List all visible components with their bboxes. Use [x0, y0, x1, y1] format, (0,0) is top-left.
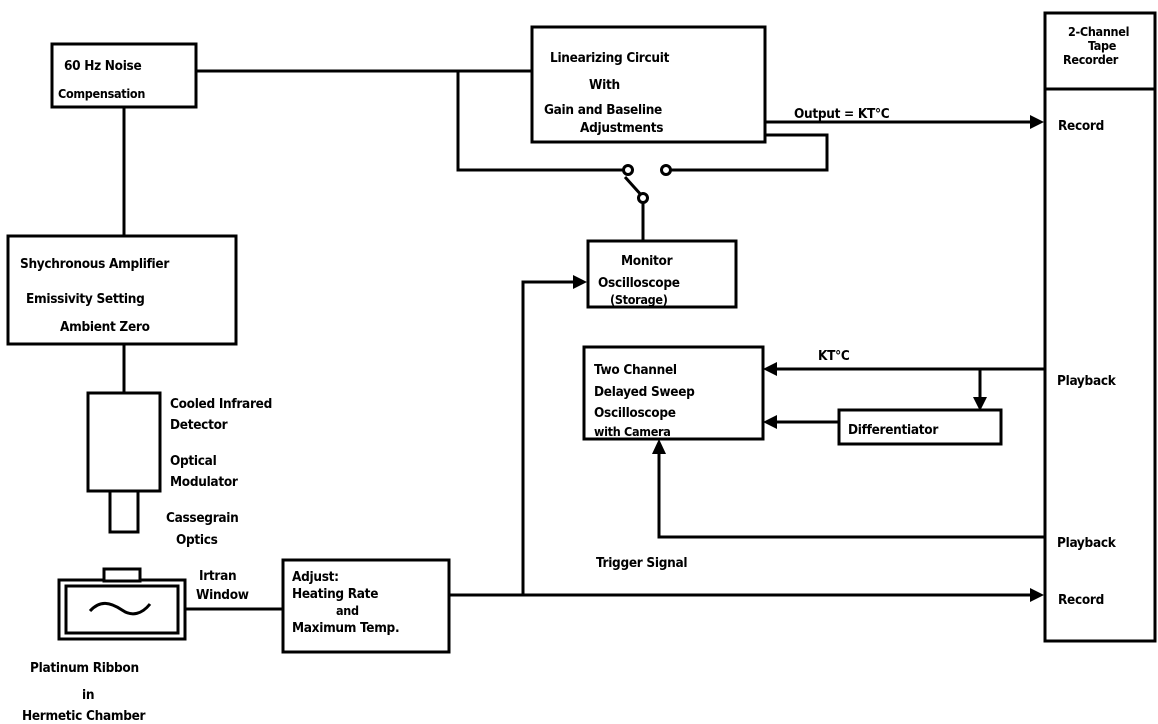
switch-contact-left: [622, 164, 634, 176]
noise-compensation-box: [50, 42, 198, 109]
tape-recorder-line-1: 2-Channel: [1068, 24, 1129, 39]
ribbon-line-2: in: [82, 687, 94, 703]
arrow-scope-kt: [763, 362, 777, 376]
record-bottom-label: Record: [1058, 592, 1104, 608]
modulator-line-2: Modulator: [170, 474, 238, 490]
noise-comp-line-1: 60 Hz Noise: [64, 58, 141, 74]
playback-1-label: Playback: [1057, 373, 1117, 389]
adjust-line-2: Heating Rate: [292, 586, 378, 602]
tape-recorder-box: [1043, 11, 1157, 643]
synchronous-amplifier-box: [6, 234, 238, 346]
optics-line-2: Optics: [176, 532, 218, 548]
switch-pivot: [637, 192, 649, 204]
record-top-label: Record: [1058, 118, 1104, 134]
switch-contact-right: [660, 164, 672, 176]
detector-line-2: Detector: [170, 417, 228, 433]
optics-tube: [108, 489, 140, 534]
scope-line-1: Two Channel: [594, 362, 677, 378]
amplifier-line-3: Ambient Zero: [60, 319, 150, 335]
noise-comp-line-2: Compensation: [58, 86, 145, 101]
scope-line-2: Delayed Sweep: [594, 384, 695, 400]
adjust-line-1: Adjust:: [292, 569, 339, 585]
arrow-record-top: [1030, 115, 1044, 129]
linearizer-line-4: Adjustments: [580, 120, 663, 136]
optics-line-1: Cassegrain: [166, 510, 239, 526]
monitor-line-1: Monitor: [621, 253, 673, 269]
differentiator-label: Differentiator: [848, 422, 938, 438]
arrow-monitor-in: [573, 275, 587, 289]
wire-switch-right: [668, 133, 829, 172]
tape-recorder-line-3: Recorder: [1063, 52, 1119, 67]
linearizer-line-2: With: [589, 77, 620, 93]
scope-line-3: Oscilloscope: [594, 405, 676, 421]
arrow-scope-diff: [763, 415, 777, 429]
ribbon-line-1: Platinum Ribbon: [30, 660, 139, 676]
amplifier-line-1: Shychronous Amplifier: [20, 256, 169, 272]
amplifier-line-2: Emissivity Setting: [26, 291, 144, 307]
monitor-oscilloscope-box: [586, 239, 738, 309]
detector-line-1: Cooled Infrared: [170, 396, 272, 412]
monitor-line-3: (Storage): [610, 292, 668, 307]
kt-label: KT°C: [818, 348, 850, 364]
trigger-signal-label: Trigger Signal: [596, 555, 687, 571]
wire-branch-to-monitor: [521, 280, 575, 595]
arrow-scope-trigger: [652, 439, 666, 454]
window-line-1: Irtran: [199, 568, 236, 584]
hermetic-chamber-icon: [57, 567, 187, 641]
output-label: Output = KT°C: [794, 106, 890, 122]
two-channel-oscilloscope-box: [582, 345, 765, 441]
wire-trigger-to-scope: [657, 452, 1045, 539]
window-line-2: Window: [196, 587, 249, 603]
ribbon-line-3: Hermetic Chamber: [22, 708, 146, 724]
modulator-line-1: Optical: [170, 453, 217, 469]
detector-body: [86, 391, 162, 493]
tape-recorder-line-2: Tape: [1088, 38, 1117, 53]
adjust-line-3: and: [336, 603, 359, 618]
linearizer-line-1: Linearizing Circuit: [550, 50, 670, 66]
linearizing-circuit-box: [530, 25, 767, 144]
scope-line-4: with Camera: [594, 424, 671, 439]
monitor-line-2: Oscilloscope: [598, 275, 680, 291]
adjust-box: [281, 558, 451, 654]
playback-2-label: Playback: [1057, 535, 1117, 551]
differentiator-box: [837, 408, 1003, 446]
wire-switch-left: [456, 71, 624, 172]
arrow-record-bottom: [1030, 588, 1044, 602]
linearizer-line-3: Gain and Baseline: [544, 102, 662, 118]
arrow-differentiator-in: [973, 397, 987, 411]
adjust-line-4: Maximum Temp.: [292, 620, 399, 636]
